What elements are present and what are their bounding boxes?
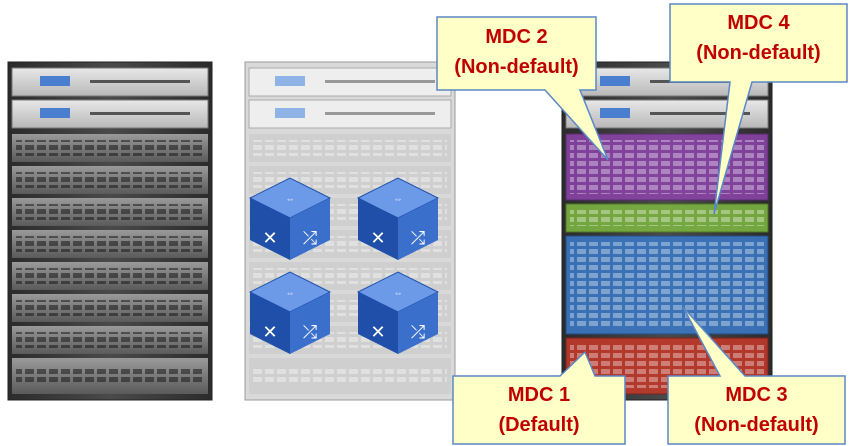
physical-device-chassis (7, 61, 213, 401)
mdc1-callout (452, 350, 626, 445)
mdc2-name: MDC 2 (485, 26, 548, 48)
switch-icon: ⇔ ✕ ⤮ (356, 177, 440, 260)
mdc1-name: MDC 1 (507, 384, 571, 406)
mdc4-role: (Non-default) (696, 42, 821, 64)
mdc4-partition (565, 203, 769, 233)
mdc3-callout (667, 306, 846, 445)
mdc2-callout (436, 16, 609, 161)
mdc3-label: MDC 3 (Non-default) (668, 380, 845, 440)
mdc4-name: MDC 4 (727, 12, 790, 34)
svg-text:⇔: ⇔ (286, 194, 295, 204)
svg-text:⇔: ⇔ (394, 288, 403, 298)
svg-text:✕: ✕ (262, 228, 277, 249)
svg-text:⇔: ⇔ (394, 194, 403, 204)
mdc3-name: MDC 3 (725, 384, 788, 406)
mdc4-callout (669, 3, 848, 215)
svg-text:✕: ✕ (262, 322, 277, 343)
switch-icon: ⇔ ✕ ⤮ (248, 177, 332, 260)
switch-icon: ⇔ ✕ ⤮ (356, 271, 440, 354)
mdc3-partition (565, 235, 769, 335)
svg-text:⤮: ⤮ (411, 322, 425, 343)
mdc2-label: MDC 2 (Non-default) (437, 22, 596, 82)
mdc4-label: MDC 4 (Non-default) (670, 8, 847, 68)
svg-text:✕: ✕ (370, 228, 385, 249)
svg-text:⤮: ⤮ (303, 322, 317, 343)
line-card-slots (12, 134, 208, 394)
svg-text:⇔: ⇔ (286, 288, 295, 298)
virtualized-device-chassis: ⇔ ✕ ⤮ ⇔ ✕ ⤮ ⇔ ✕ ⤮ ⇔ ✕ ⤮ (244, 61, 456, 401)
mdc1-label: MDC 1 (Default) (453, 380, 625, 440)
mdc1-role: (Default) (498, 414, 580, 436)
mdc2-role: (Non-default) (454, 56, 579, 78)
mdc3-role: (Non-default) (694, 414, 819, 436)
svg-text:⤮: ⤮ (303, 228, 317, 249)
svg-text:⤮: ⤮ (411, 228, 425, 249)
svg-text:✕: ✕ (370, 322, 385, 343)
switch-icon: ⇔ ✕ ⤮ (248, 271, 332, 354)
